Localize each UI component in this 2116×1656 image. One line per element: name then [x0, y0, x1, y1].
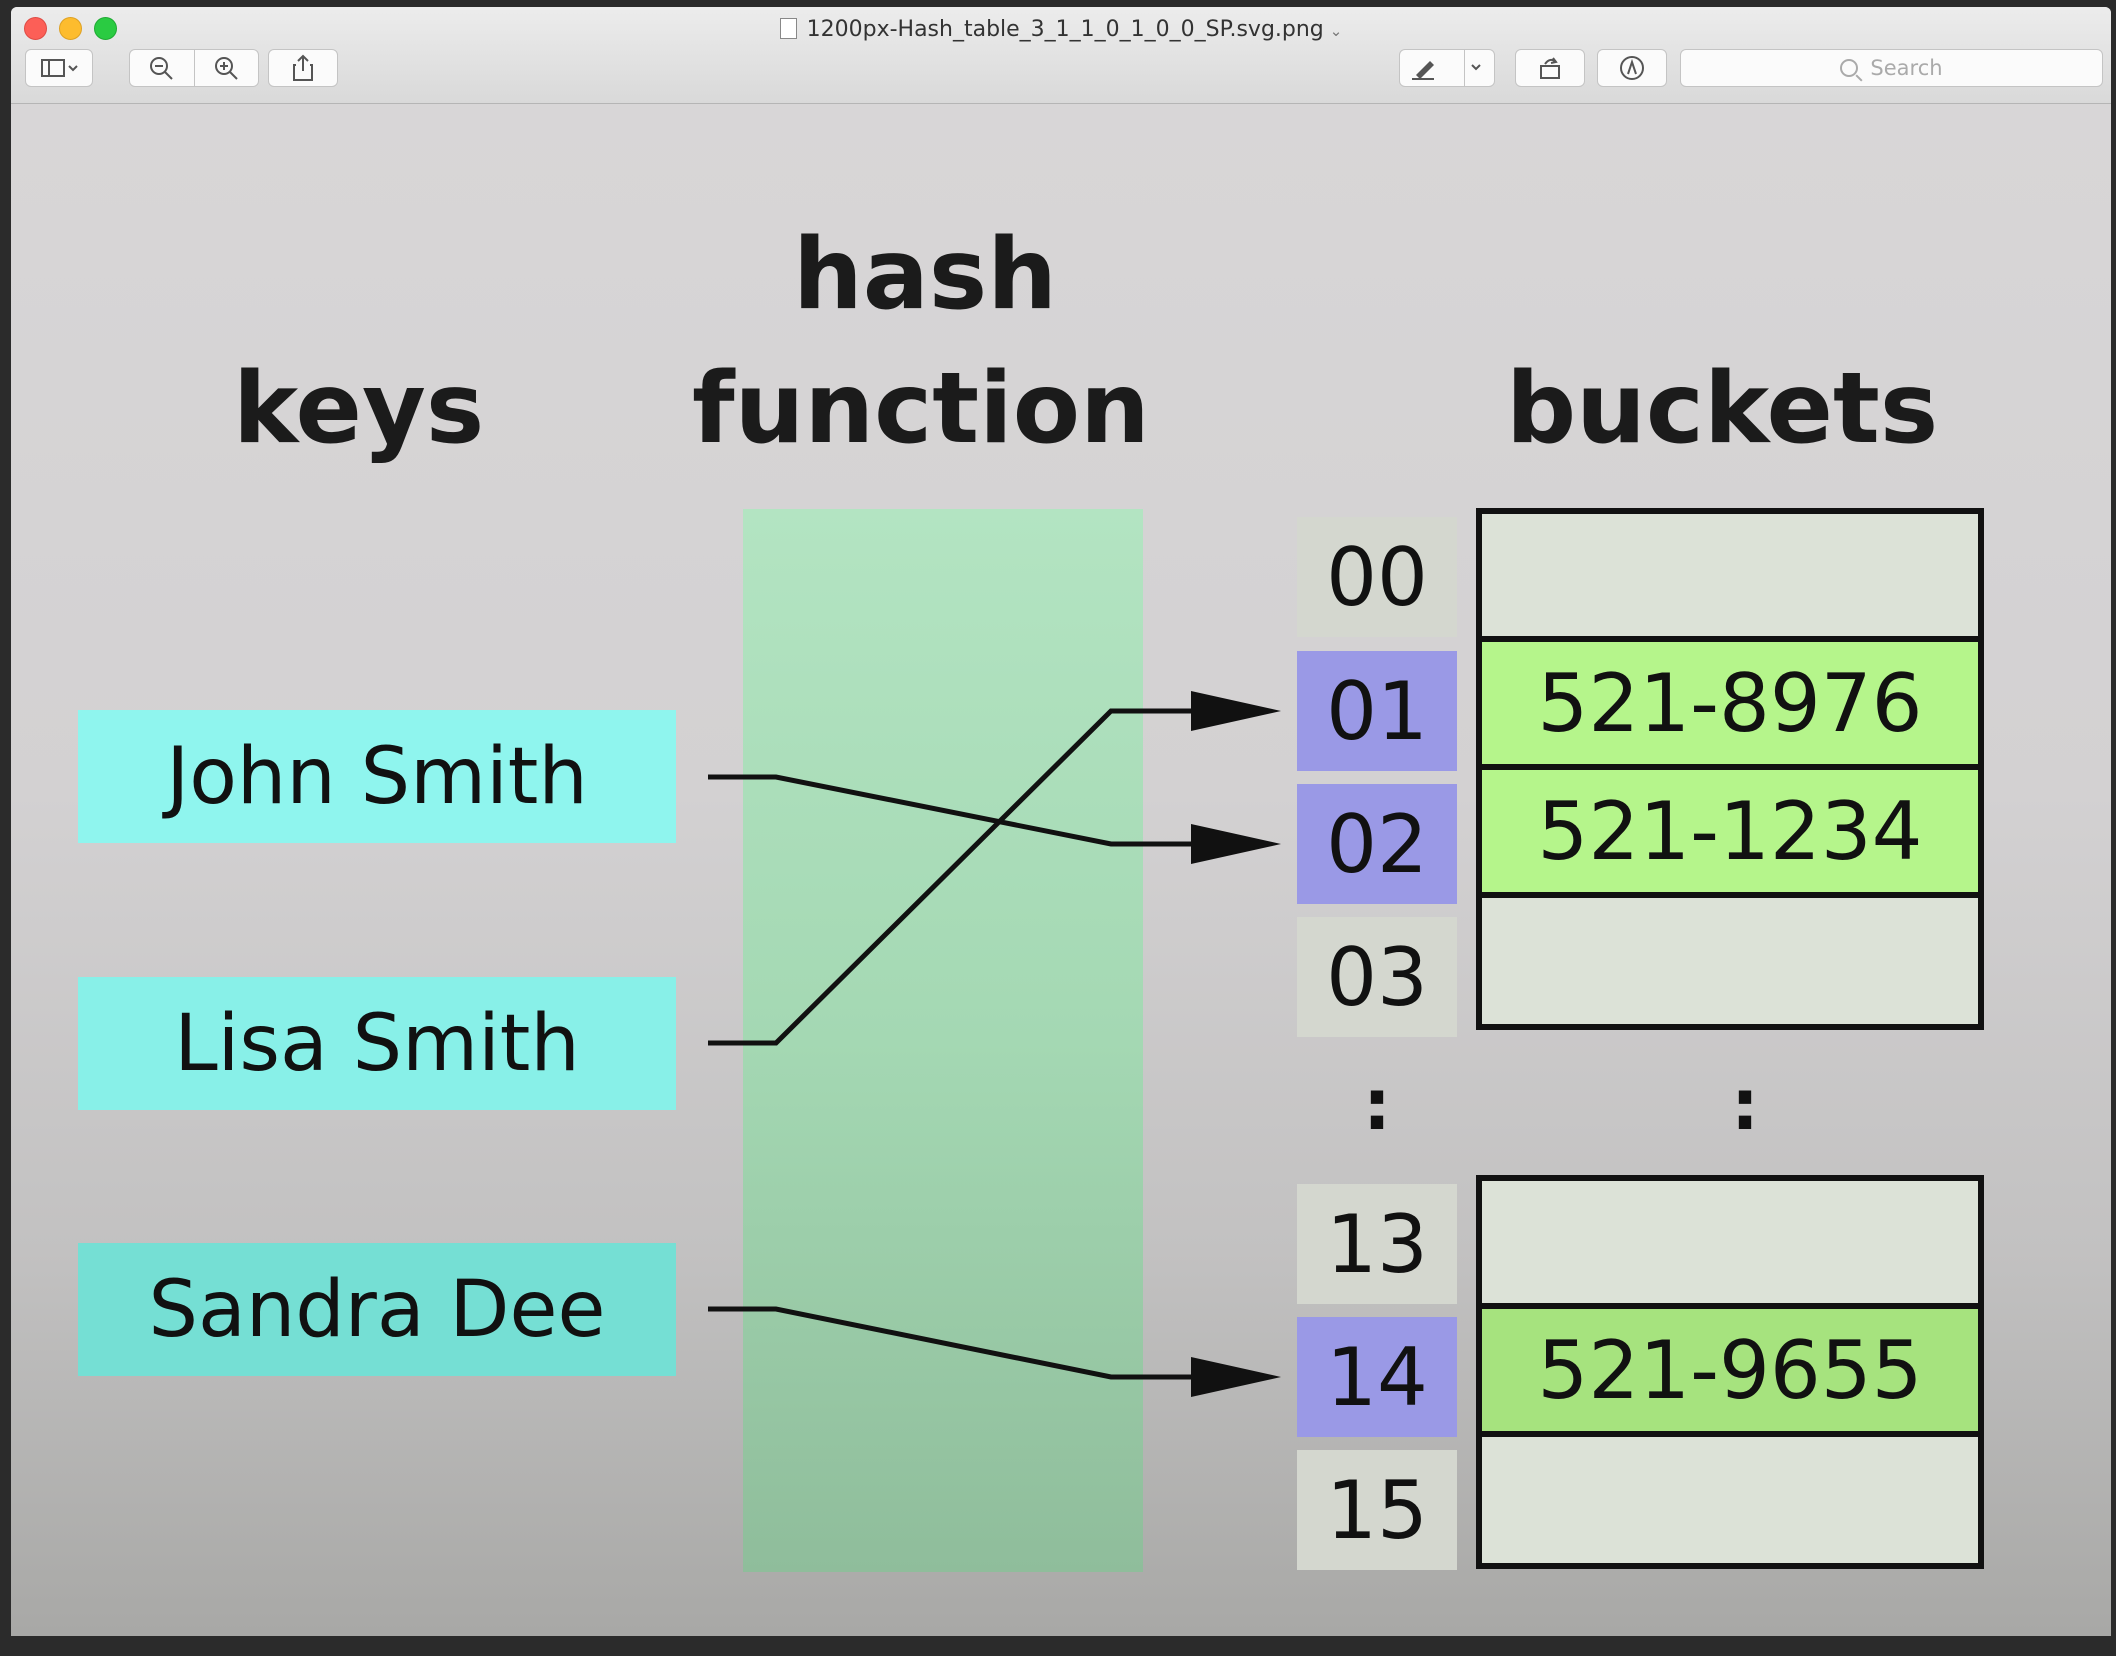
arrow-sandra-dee-to-14	[708, 1306, 1281, 1397]
search-placeholder: Search	[1870, 56, 1943, 80]
index-00: 00	[1297, 517, 1457, 637]
bucket-13	[1482, 1181, 1978, 1309]
index-14: 14	[1297, 1317, 1457, 1437]
annotate-icon	[1620, 56, 1644, 80]
index-15: 15	[1297, 1450, 1457, 1570]
index-01: 01	[1297, 651, 1457, 771]
window-title-text: 1200px-Hash_table_3_1_1_0_1_0_0_SP.svg.p…	[806, 17, 1324, 42]
pen-icon	[1412, 61, 1481, 80]
chevron-down-icon: ⌄	[1329, 22, 1343, 40]
zoom-controls	[129, 49, 259, 87]
zoom-out-icon	[150, 57, 173, 80]
sidebar-icon	[41, 59, 78, 77]
bucket-02: 521-1234	[1482, 770, 1978, 898]
hash-heading: hash	[793, 218, 1057, 332]
sidebar-menu-button[interactable]	[25, 49, 93, 87]
search-field[interactable]: Search	[1680, 49, 2103, 87]
key-sandra-dee: Sandra Dee	[78, 1243, 676, 1376]
bucket-00	[1482, 514, 1978, 642]
image-canvas: keys hash function buckets John Smith Li…	[11, 104, 2111, 1636]
bucket-ellipsis: :	[1731, 1064, 1759, 1146]
annotate-button[interactable]	[1597, 49, 1667, 87]
buckets-heading: buckets	[1506, 352, 1939, 466]
index-02: 02	[1297, 784, 1457, 904]
zoom-out-button[interactable]	[129, 49, 193, 87]
zoom-button[interactable]	[94, 17, 117, 40]
index-03: 03	[1297, 917, 1457, 1037]
preview-window: 1200px-Hash_table_3_1_1_0_1_0_0_SP.svg.p…	[11, 7, 2111, 1636]
index-ellipsis: :	[1363, 1064, 1391, 1146]
rotate-button[interactable]	[1515, 49, 1585, 87]
index-13: 13	[1297, 1184, 1457, 1304]
buckets-top: 521-8976 521-1234	[1476, 508, 1984, 1030]
buckets-bottom: 521-9655	[1476, 1175, 1984, 1569]
bucket-14: 521-9655	[1482, 1309, 1978, 1437]
zoom-in-button[interactable]	[194, 49, 258, 87]
arrow-lisa-smith-to-01	[708, 691, 1281, 1046]
document-icon	[779, 18, 797, 39]
hash-arrows	[708, 691, 1281, 1397]
key-lisa-smith: Lisa Smith	[78, 977, 676, 1110]
key-john-smith: John Smith	[78, 710, 676, 843]
search-icon	[1840, 59, 1859, 77]
arrow-john-smith-to-02	[708, 774, 1281, 864]
markup-button[interactable]	[1399, 49, 1495, 87]
window-title[interactable]: 1200px-Hash_table_3_1_1_0_1_0_0_SP.svg.p…	[11, 17, 2111, 42]
share-icon	[293, 54, 313, 81]
close-button[interactable]	[24, 17, 47, 40]
keys-heading: keys	[233, 352, 485, 466]
minimize-button[interactable]	[59, 17, 82, 40]
share-button[interactable]	[268, 49, 338, 87]
rotate-icon	[1540, 57, 1560, 79]
title-bar: 1200px-Hash_table_3_1_1_0_1_0_0_SP.svg.p…	[11, 7, 2111, 104]
function-heading: function	[692, 352, 1150, 466]
zoom-in-icon	[215, 57, 238, 80]
bucket-01: 521-8976	[1482, 642, 1978, 770]
hash-function-column	[743, 509, 1143, 1572]
